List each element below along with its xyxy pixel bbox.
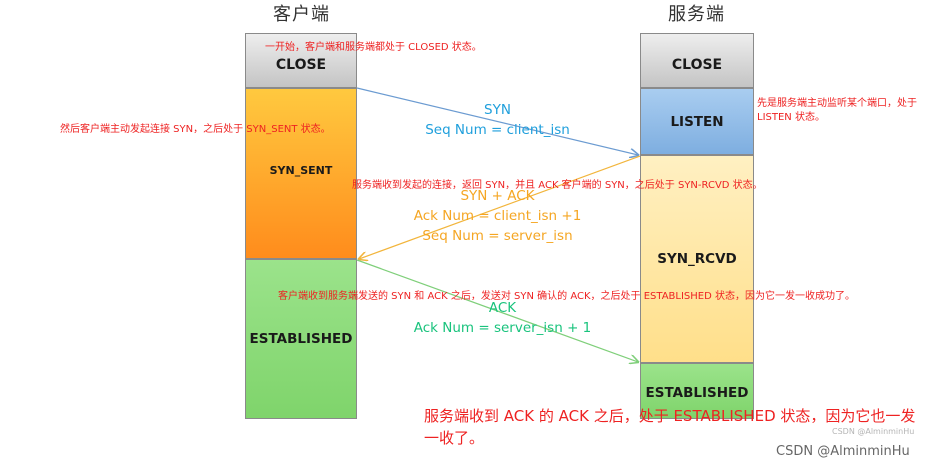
ack-title: ACK (488, 300, 517, 316)
client-header: 客户端 (273, 4, 330, 25)
synack-title: SYN + ACK (460, 188, 535, 204)
client-state-close-label: CLOSE (275, 56, 327, 73)
server-state-established: ESTABLISHED (640, 363, 754, 419)
server-state-syn-rcvd: SYN_RCVD (640, 155, 754, 363)
note-client-syn-sent: 然后客户端主动发起连接 SYN，之后处于 SYN_SENT 状态。 (60, 124, 331, 135)
server-state-close-label: CLOSE (671, 56, 723, 73)
note-client-established: 客户端收到服务端发送的 SYN 和 ACK 之后，发送对 SYN 确认的 ACK… (278, 291, 855, 302)
ack-message: ACK Ack Num = server_isn + 1 (405, 298, 600, 338)
server-state-listen-label: LISTEN (670, 113, 724, 130)
client-state-close: CLOSE (245, 33, 357, 88)
note-server-syn-rcvd: 服务端收到发起的连接，返回 SYN，并且 ACK 客户端的 SYN，之后处于 S… (352, 180, 763, 191)
client-state-syn-sent: SYN_SENT (245, 88, 357, 259)
syn-title: SYN (484, 102, 511, 118)
synack-ack-num: Ack Num = client_isn +1 (413, 208, 582, 224)
note-server-established: 服务端收到 ACK 的 ACK 之后，处于 ESTABLISHED 状态，因为它… (424, 407, 916, 447)
client-state-syn-sent-label: SYN_SENT (269, 164, 333, 177)
watermark-large: CSDN @AlminminHu (776, 444, 910, 459)
note-server-listen: 先是服务端主动监听某个端口，处于 LISTEN 状态。 (757, 98, 917, 123)
synack-arrow (359, 155, 641, 259)
syn-seq-num: Seq Num = client_isn (425, 122, 570, 138)
synack-seq-num: Seq Num = server_isn (422, 228, 573, 244)
server-state-established-label: ESTABLISHED (645, 385, 749, 401)
syn-message: SYN Seq Num = client_isn (410, 100, 585, 140)
server-state-close: CLOSE (640, 33, 754, 88)
server-state-listen: LISTEN (640, 88, 754, 155)
ack-arrow (356, 259, 638, 362)
server-header: 服务端 (668, 4, 725, 25)
server-state-syn-rcvd-label: SYN_RCVD (657, 251, 737, 267)
watermark-small: CSDN @AlminminHu (832, 427, 915, 436)
client-state-established-label: ESTABLISHED (249, 331, 353, 347)
synack-message: SYN + ACK Ack Num = client_isn +1 Seq Nu… (400, 186, 595, 246)
client-state-established: ESTABLISHED (245, 259, 357, 419)
ack-ack-num: Ack Num = server_isn + 1 (413, 320, 592, 336)
note-initial-closed: 一开始，客户端和服务端都处于 CLOSED 状态。 (265, 42, 482, 53)
syn-arrow (356, 87, 638, 155)
